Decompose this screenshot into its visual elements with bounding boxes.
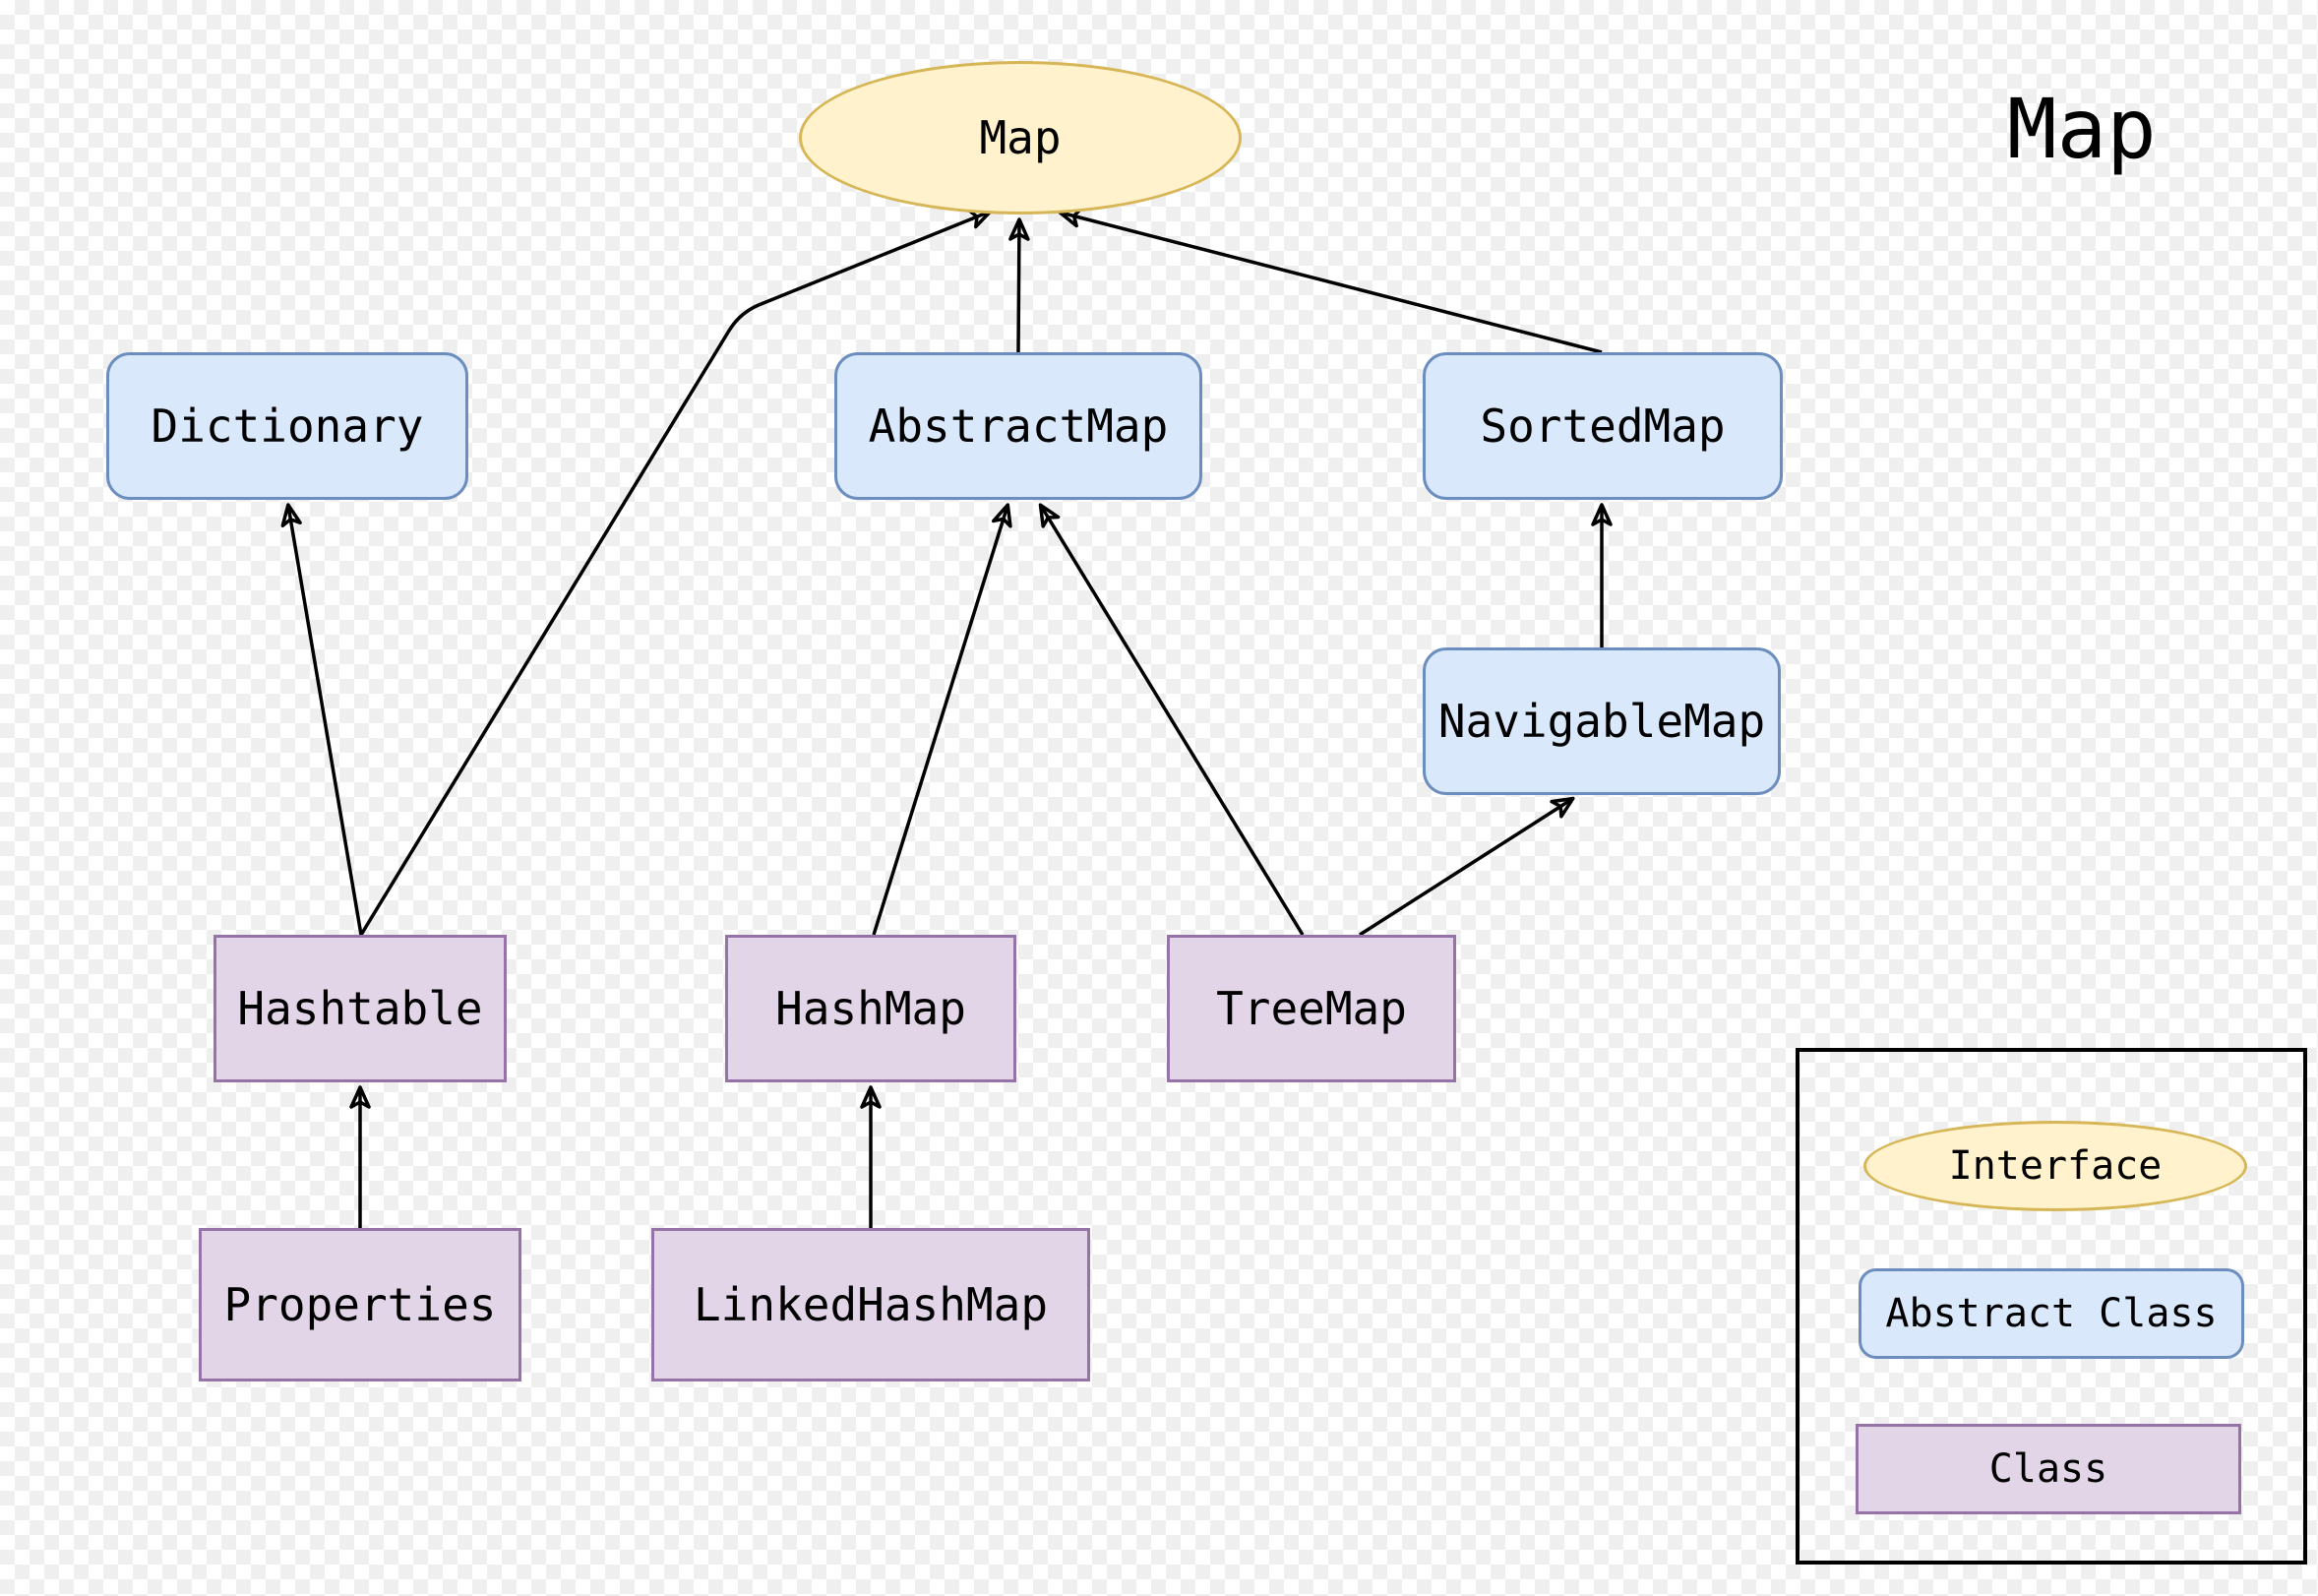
edge-treemap-abstractmap	[1038, 503, 1305, 936]
node-hashtable-label: Hashtable	[237, 982, 483, 1035]
legend-abstract-class-shape: Abstract Class	[1859, 1268, 2244, 1359]
edge-sortedmap-map	[1058, 207, 1603, 354]
edge-treemap-navigablemap	[1359, 796, 1575, 937]
node-hashmap: HashMap	[725, 935, 1016, 1082]
legend-abstract-class-label: Abstract Class	[1885, 1291, 2218, 1336]
node-hashmap-label: HashMap	[775, 982, 966, 1035]
edge-hashtable-map	[359, 209, 993, 936]
node-properties-label: Properties	[223, 1278, 497, 1331]
legend-interface-label: Interface	[1948, 1143, 2163, 1189]
edge-hashmap-abstractmap	[872, 503, 1012, 936]
legend-class-shape: Class	[1856, 1424, 2241, 1514]
node-treemap: TreeMap	[1167, 935, 1456, 1082]
node-linkedhashmap: LinkedHashMap	[651, 1228, 1090, 1381]
node-sortedmap: SortedMap	[1423, 352, 1783, 500]
node-sortedmap-label: SortedMap	[1480, 399, 1726, 453]
page-title: Map	[2007, 81, 2157, 177]
node-map: Map	[799, 61, 1242, 215]
legend-class-label: Class	[1988, 1446, 2108, 1492]
node-abstractmap: AbstractMap	[834, 352, 1202, 500]
edge-hashtable-dictionary	[280, 503, 363, 936]
node-hashtable: Hashtable	[214, 935, 507, 1082]
node-properties: Properties	[199, 1228, 521, 1381]
node-linkedhashmap-label: LinkedHashMap	[693, 1278, 1049, 1331]
legend-interface-shape: Interface	[1863, 1121, 2247, 1211]
legend-box: Interface Abstract Class Class	[1796, 1048, 2307, 1565]
node-dictionary: Dictionary	[106, 352, 468, 500]
node-dictionary-label: Dictionary	[151, 399, 424, 453]
node-treemap-label: TreeMap	[1216, 982, 1407, 1035]
node-navigablemap: NavigableMap	[1423, 647, 1781, 795]
edge-abstractmap-map	[1008, 217, 1030, 353]
node-navigablemap-label: NavigableMap	[1437, 695, 1766, 748]
node-abstractmap-label: AbstractMap	[868, 399, 1169, 453]
node-map-label: Map	[979, 111, 1062, 164]
